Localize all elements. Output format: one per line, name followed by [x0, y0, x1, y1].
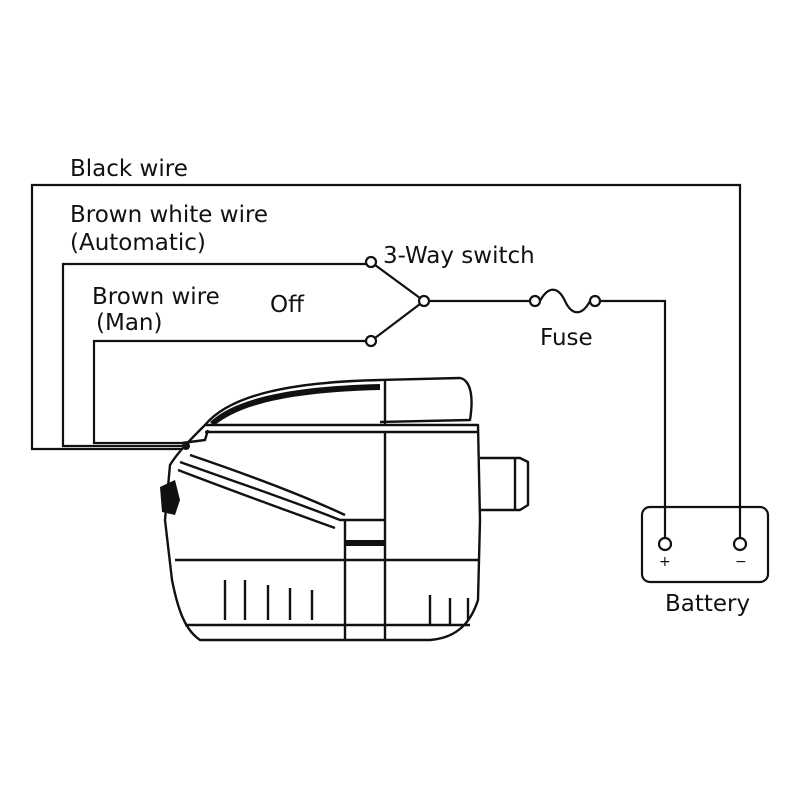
- man-label: (Man): [96, 310, 162, 336]
- battery-minus-sign: −: [735, 554, 747, 570]
- switch-terminal-auto: [364, 255, 378, 269]
- switch-label: 3-Way switch: [383, 243, 535, 269]
- brown-wire-label: Brown wire: [92, 284, 220, 310]
- fuse-element: [539, 288, 591, 314]
- brown-white-wire: [61, 262, 371, 448]
- fuse-terminal-right: [588, 294, 602, 308]
- switch-terminal-common: [417, 294, 431, 308]
- fuse-label: Fuse: [540, 325, 593, 351]
- black-wire-label: Black wire: [70, 156, 188, 182]
- battery-plus-sign: +: [659, 554, 671, 570]
- switch-arm-man: [370, 300, 425, 342]
- black-wire: [30, 183, 742, 537]
- fuse-to-battery-wire: [600, 299, 667, 537]
- fuse-terminal-left: [528, 294, 542, 308]
- battery-box: [640, 505, 770, 584]
- switch-terminal-man: [364, 334, 378, 348]
- automatic-label: (Automatic): [70, 230, 206, 256]
- battery-positive-terminal: [657, 536, 673, 552]
- bilge-pump-illustration: [160, 376, 530, 642]
- brown-white-wire-label: Brown white wire: [70, 202, 268, 228]
- battery-negative-terminal: [732, 536, 748, 552]
- brown-wire: [92, 339, 371, 445]
- battery-label: Battery: [665, 591, 750, 617]
- off-label: Off: [270, 292, 305, 318]
- switch-arm-auto: [370, 261, 425, 302]
